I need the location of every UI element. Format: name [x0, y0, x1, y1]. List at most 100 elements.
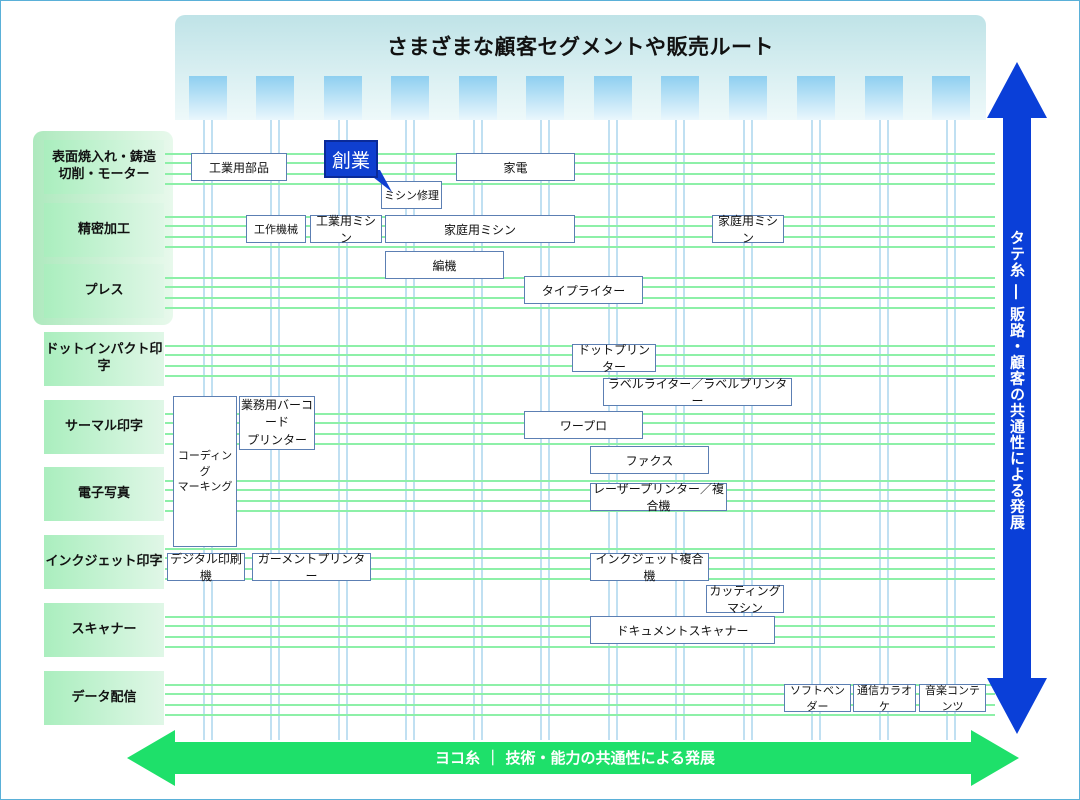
product-label: デジタル印刷機 [170, 552, 242, 583]
row-label: サーマル印字 [44, 400, 164, 454]
product-label: ファクス [625, 453, 674, 468]
row-label: ドットインパクト印字 [44, 332, 164, 386]
product-label: 工作機械 [254, 223, 298, 236]
product-box: インクジェット複合機 [590, 552, 709, 583]
diagram-title: さまざまな顧客セグメントや販売ルート [387, 35, 774, 59]
row-line [165, 480, 995, 482]
horizontal-axis-label: ヨコ糸 ｜ 技術・能力の共通性による発展 [435, 749, 715, 767]
column-line [944, 120, 958, 740]
sogyo-label: 創業 [324, 140, 378, 178]
row-line [165, 568, 995, 570]
row-line [165, 246, 995, 248]
product-box: ワープロ [524, 411, 643, 439]
row-line [165, 693, 995, 695]
row-line [165, 216, 995, 218]
product-label: 編機 [432, 258, 457, 273]
product-box: 音楽コンテンツ [919, 684, 986, 713]
row-label-line: サーマル印字 [64, 418, 143, 434]
product-label: 業務用バーコード プリンター [240, 397, 313, 447]
vertical-axis-label: タテ糸 ― 販路・顧客の共通性による発展 [1008, 230, 1026, 531]
product-label: タイプライター [541, 283, 626, 298]
column-line [877, 120, 891, 740]
product-label: ラベルライター／ラベルプリンター [607, 377, 788, 408]
product-label: 工業用ミシン [315, 214, 376, 245]
row-label: プレス [44, 264, 164, 318]
product-box: カッティングマシン [706, 584, 784, 615]
row-line [165, 375, 995, 377]
row-label-line: 切削・モーター [58, 167, 150, 182]
product-label: ワープロ [559, 418, 608, 433]
product-box: 工業用ミシン [310, 214, 382, 245]
product-label: インクジェット複合機 [595, 552, 704, 583]
product-box: タイプライター [524, 276, 643, 304]
row-line [165, 616, 995, 618]
column-line [673, 120, 687, 740]
column-cap [189, 76, 227, 120]
row-line [165, 236, 995, 238]
horizontal-arrow [127, 730, 1019, 786]
column-line [809, 120, 823, 740]
product-box: 家庭用ミシン [712, 214, 784, 245]
column-line [471, 120, 485, 740]
row-line [165, 307, 995, 309]
row-line [165, 510, 995, 512]
row-line [165, 714, 995, 716]
product-box: コーディング マーキング [173, 396, 237, 547]
column-cap [661, 76, 699, 120]
product-box: デジタル印刷機 [167, 552, 245, 583]
row-line [165, 225, 995, 227]
column-line [403, 120, 417, 740]
product-box: ラベルライター／ラベルプリンター [603, 377, 792, 408]
product-label: ドットプリンター [577, 343, 650, 374]
column-cap [391, 76, 429, 120]
product-box: 工作機械 [246, 215, 306, 243]
column-line [336, 120, 350, 740]
row-line [165, 548, 995, 550]
row-label: 精密加工 [44, 203, 164, 257]
header-band [175, 15, 986, 120]
column-cap [865, 76, 903, 120]
row-line [165, 557, 995, 559]
product-label: ミシン修理 [384, 189, 439, 202]
product-box: 業務用バーコード プリンター [239, 396, 315, 450]
product-box: 家電 [456, 153, 575, 181]
product-box: ミシン修理 [381, 181, 442, 209]
product-label: ソフトベンダー [790, 684, 845, 713]
row-label: データ配信 [44, 671, 164, 725]
product-box: 家庭用ミシン [385, 215, 575, 243]
row-line [165, 173, 995, 175]
row-line [165, 578, 995, 580]
product-label: レーザープリンター／複合機 [592, 482, 725, 513]
row-label-line: ドットインパクト印字 [45, 342, 163, 374]
column-cap [324, 76, 362, 120]
column-line [741, 120, 755, 740]
row-label: 表面焼入れ・鋳造切削・モーター [44, 140, 164, 194]
row-line [165, 684, 995, 686]
column-cap [797, 76, 835, 120]
row-line [165, 162, 995, 164]
column-cap [256, 76, 294, 120]
row-line [165, 500, 995, 502]
product-label: ドキュメントスキャナー [616, 623, 749, 638]
product-box: レーザープリンター／複合機 [590, 482, 727, 513]
product-label: 音楽コンテンツ [925, 684, 980, 713]
row-label-line: スキャナー [71, 621, 137, 637]
product-label: カッティングマシン [709, 584, 781, 615]
product-label: コーディング マーキング [177, 448, 233, 494]
row-line [165, 153, 995, 155]
product-label: 工業用部品 [208, 160, 269, 175]
product-box: ドキュメントスキャナー [590, 616, 775, 644]
row-label: 電子写真 [44, 467, 164, 521]
row-label-line: 電子写真 [77, 485, 130, 501]
row-line [165, 646, 995, 648]
row-line [165, 183, 995, 185]
product-label: 家電 [503, 160, 528, 175]
row-label-line: 精密加工 [77, 221, 130, 237]
column-cap [526, 76, 564, 120]
product-box: ガーメントプリンター [252, 552, 371, 583]
product-box: 工業用部品 [191, 153, 287, 181]
row-line [165, 625, 995, 627]
product-box: ソフトベンダー [784, 684, 851, 713]
product-label: ガーメントプリンター [257, 552, 366, 583]
vertical-arrow [987, 62, 1047, 734]
